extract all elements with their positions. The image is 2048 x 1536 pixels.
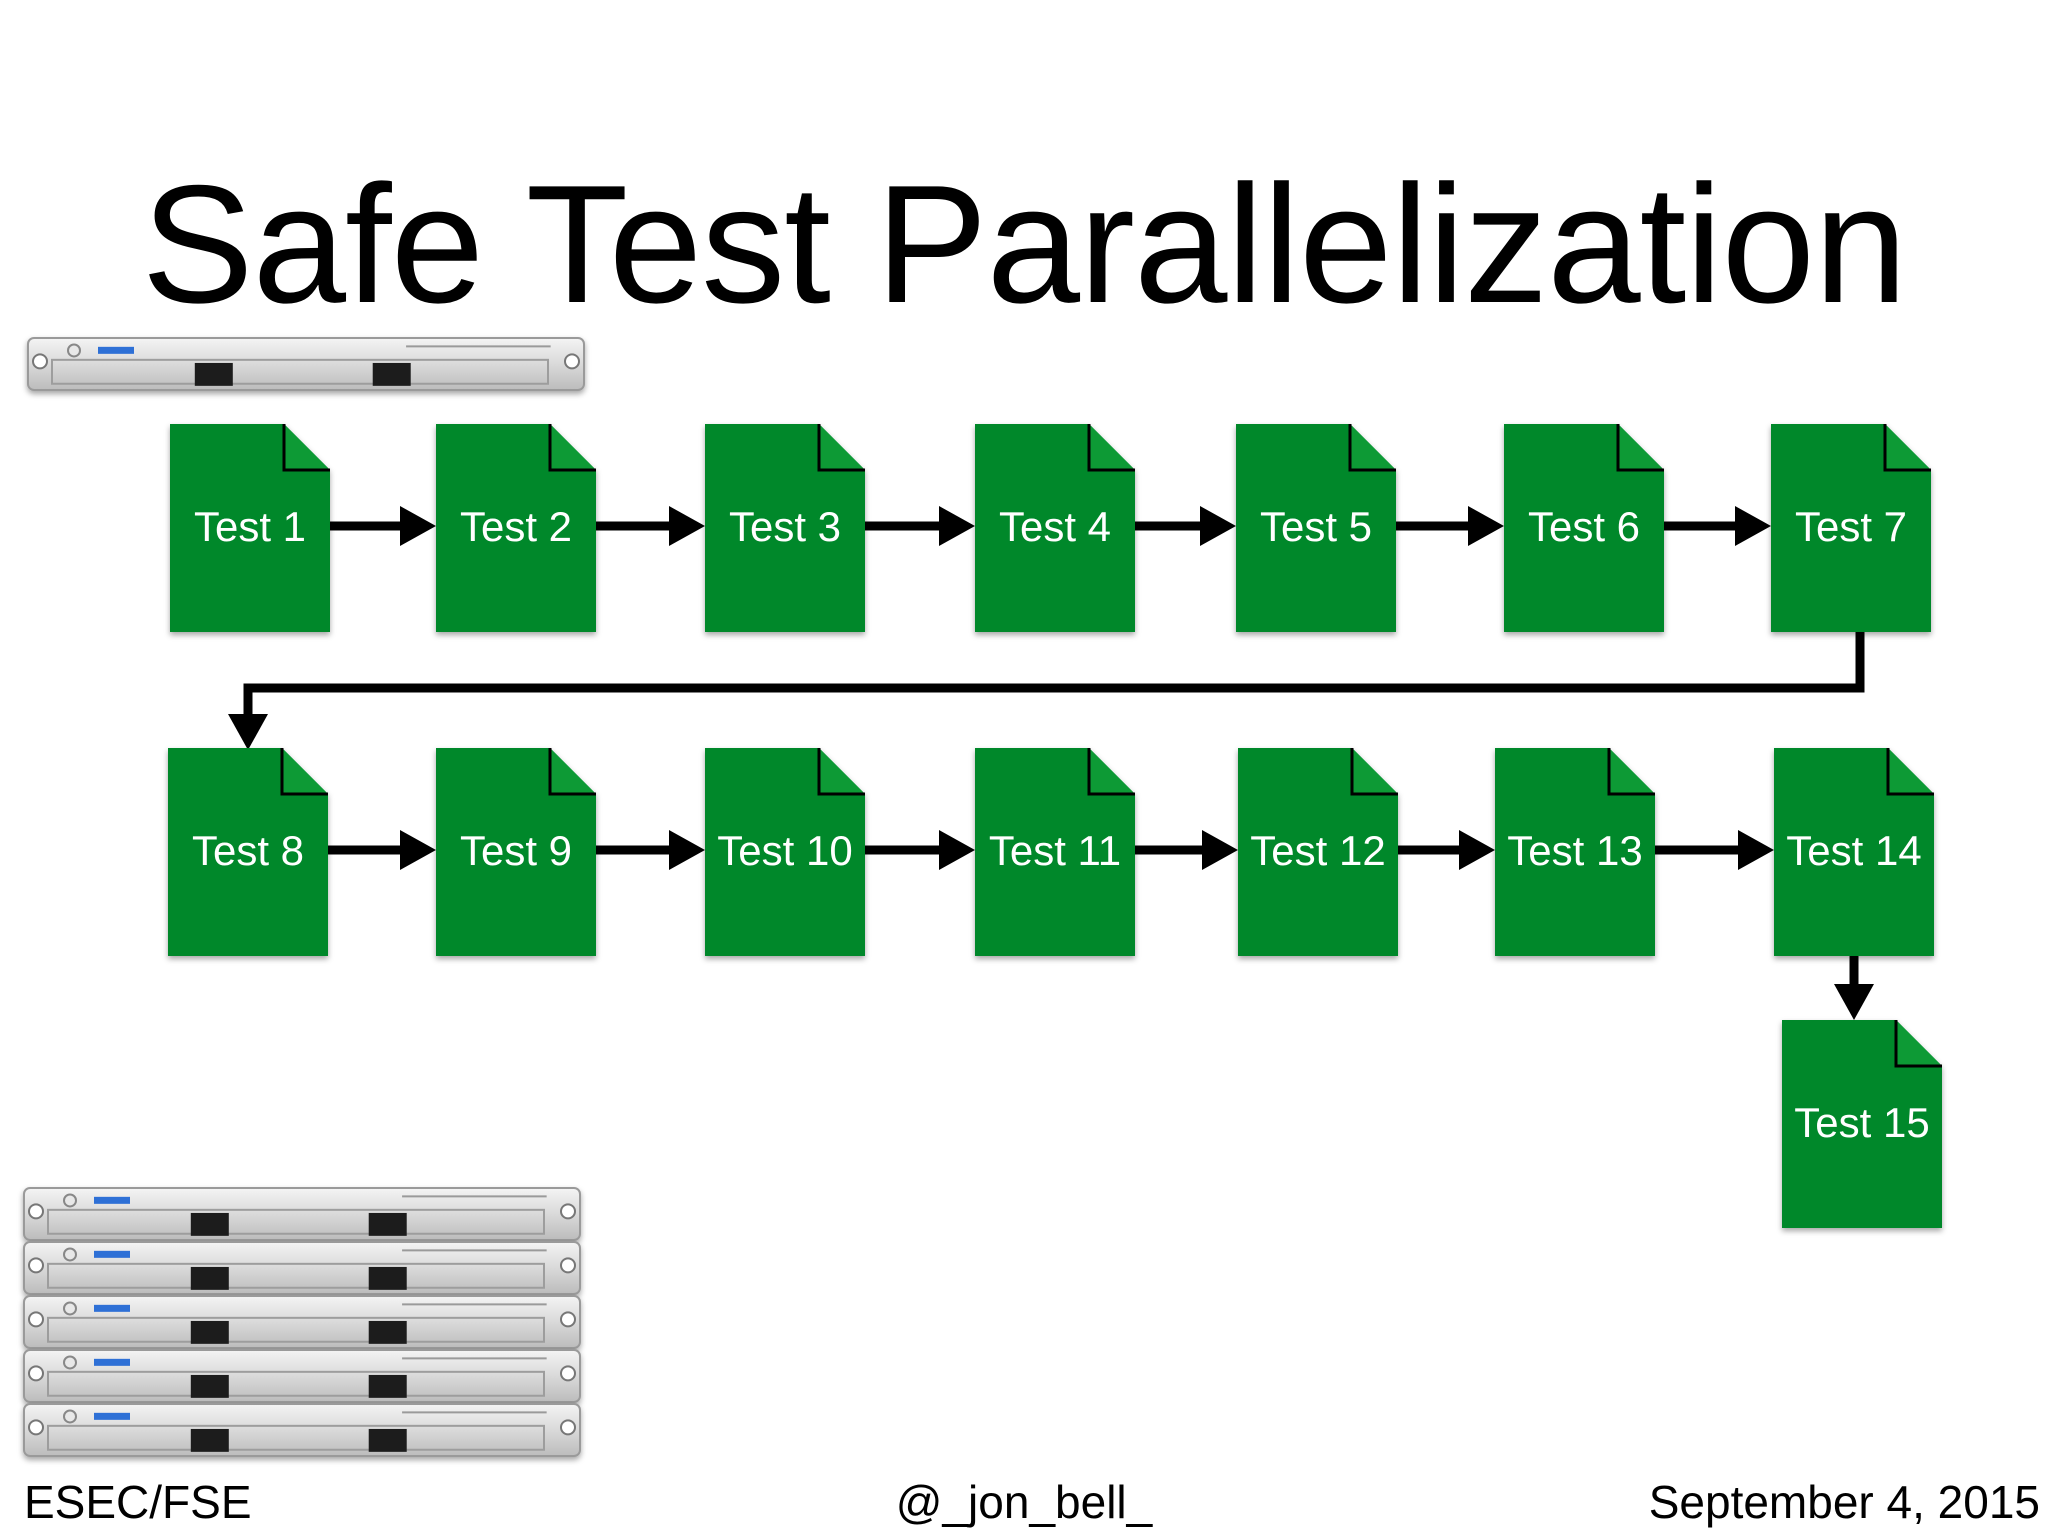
arrow-9-10-head <box>669 830 705 870</box>
arrow-7-8 <box>243 632 1865 718</box>
server-rack-icon <box>23 1403 581 1457</box>
test-document-2: Test 2 <box>436 424 596 632</box>
arrow-14-15-head <box>1834 984 1874 1020</box>
test-document-9: Test 9 <box>436 748 596 956</box>
document-icon <box>170 424 330 632</box>
test-document-6: Test 6 <box>1504 424 1664 632</box>
arrow-6-7-head <box>1735 506 1771 546</box>
test-label: Test 1 <box>194 503 306 550</box>
arrow-13-14-head <box>1738 830 1774 870</box>
document-icon <box>436 424 596 632</box>
test-document-11: Test 11 <box>975 748 1135 956</box>
test-document-8: Test 8 <box>168 748 328 956</box>
test-document-14: Test 14 <box>1774 748 1934 956</box>
servers-layer <box>23 337 585 1457</box>
test-document-15: Test 15 <box>1782 1020 1942 1228</box>
arrow-10-11-head <box>939 830 975 870</box>
arrow-12-13-head <box>1459 830 1495 870</box>
test-label: Test 14 <box>1786 827 1921 874</box>
test-label: Test 2 <box>460 503 572 550</box>
test-document-12: Test 12 <box>1238 748 1398 956</box>
footer-venue: ESEC/FSE <box>24 1476 252 1528</box>
test-label: Test 15 <box>1794 1099 1929 1146</box>
document-icon <box>168 748 328 956</box>
test-label: Test 4 <box>999 503 1111 550</box>
document-icon <box>1504 424 1664 632</box>
document-icon <box>1782 1020 1942 1228</box>
server-rack-icon <box>27 337 585 391</box>
test-label: Test 3 <box>729 503 841 550</box>
test-label: Test 13 <box>1507 827 1642 874</box>
arrows-layer <box>228 506 1874 1020</box>
document-icon <box>1238 748 1398 956</box>
test-label: Test 11 <box>989 827 1121 874</box>
server-rack-icon <box>23 1187 581 1241</box>
arrow-4-5-head <box>1200 506 1236 546</box>
footer-handle: @_jon_bell_ <box>895 1476 1153 1528</box>
arrow-7-8-head <box>228 714 268 750</box>
arrow-8-9-head <box>400 830 436 870</box>
test-document-10: Test 10 <box>705 748 865 956</box>
test-label: Test 8 <box>192 827 304 874</box>
document-icon <box>705 748 865 956</box>
arrow-5-6-head <box>1468 506 1504 546</box>
server-rack-icon <box>23 1349 581 1403</box>
arrow-1-2-head <box>400 506 436 546</box>
arrow-3-4-head <box>939 506 975 546</box>
footer-date: September 4, 2015 <box>1648 1476 2040 1528</box>
test-label: Test 9 <box>460 827 572 874</box>
test-document-4: Test 4 <box>975 424 1135 632</box>
test-document-7: Test 7 <box>1771 424 1931 632</box>
test-document-5: Test 5 <box>1236 424 1396 632</box>
docs-layer: Test 1 Test 2 Test 3 Test 4 Test 5 Test 6 Test… <box>168 424 1942 1228</box>
document-icon <box>975 748 1135 956</box>
server-rack-icon <box>23 1295 581 1349</box>
slide-title: Safe Test Parallelization <box>141 150 1908 338</box>
document-icon <box>1236 424 1396 632</box>
arrow-11-12-head <box>1202 830 1238 870</box>
document-icon <box>436 748 596 956</box>
document-icon <box>705 424 865 632</box>
test-label: Test 7 <box>1795 503 1907 550</box>
arrow-2-3-head <box>669 506 705 546</box>
test-label: Test 12 <box>1250 827 1385 874</box>
test-label: Test 6 <box>1528 503 1640 550</box>
document-icon <box>975 424 1135 632</box>
document-icon <box>1771 424 1931 632</box>
document-icon <box>1495 748 1655 956</box>
test-label: Test 10 <box>717 827 852 874</box>
document-icon <box>1774 748 1934 956</box>
server-rack-icon <box>23 1241 581 1295</box>
test-document-3: Test 3 <box>705 424 865 632</box>
test-document-1: Test 1 <box>170 424 330 632</box>
test-document-13: Test 13 <box>1495 748 1655 956</box>
test-label: Test 5 <box>1260 503 1372 550</box>
